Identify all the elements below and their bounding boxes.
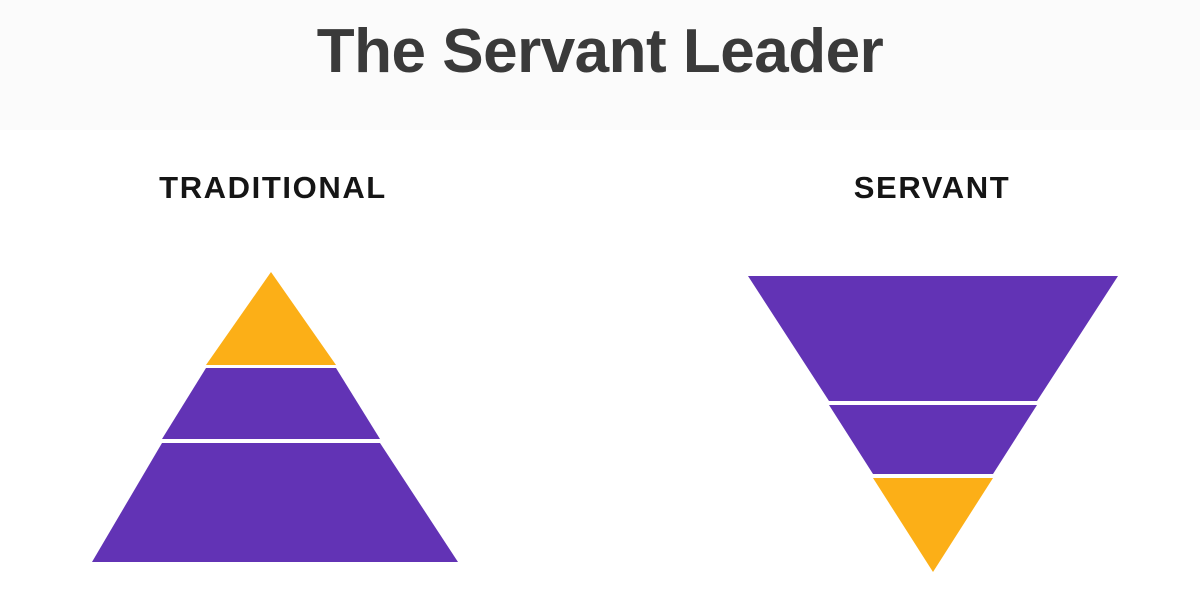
traditional-band-2-purple	[162, 368, 380, 439]
servant-pyramid-svg	[748, 276, 1118, 572]
column-label-servant: SERVANT	[853, 170, 1011, 205]
servant-band-2-purple	[829, 405, 1037, 474]
servant-band-1-purple	[748, 276, 1118, 401]
traditional-band-3-purple	[92, 443, 458, 562]
title-background-band	[0, 0, 1200, 130]
page-title: The Servant Leader	[316, 17, 884, 86]
traditional-band-1-orange	[206, 272, 336, 365]
traditional-pyramid	[82, 262, 468, 574]
column-label-traditional: TRADITIONAL	[159, 170, 387, 205]
traditional-pyramid-svg	[92, 272, 458, 562]
servant-band-3-orange	[873, 478, 993, 572]
servant-pyramid	[738, 266, 1128, 584]
